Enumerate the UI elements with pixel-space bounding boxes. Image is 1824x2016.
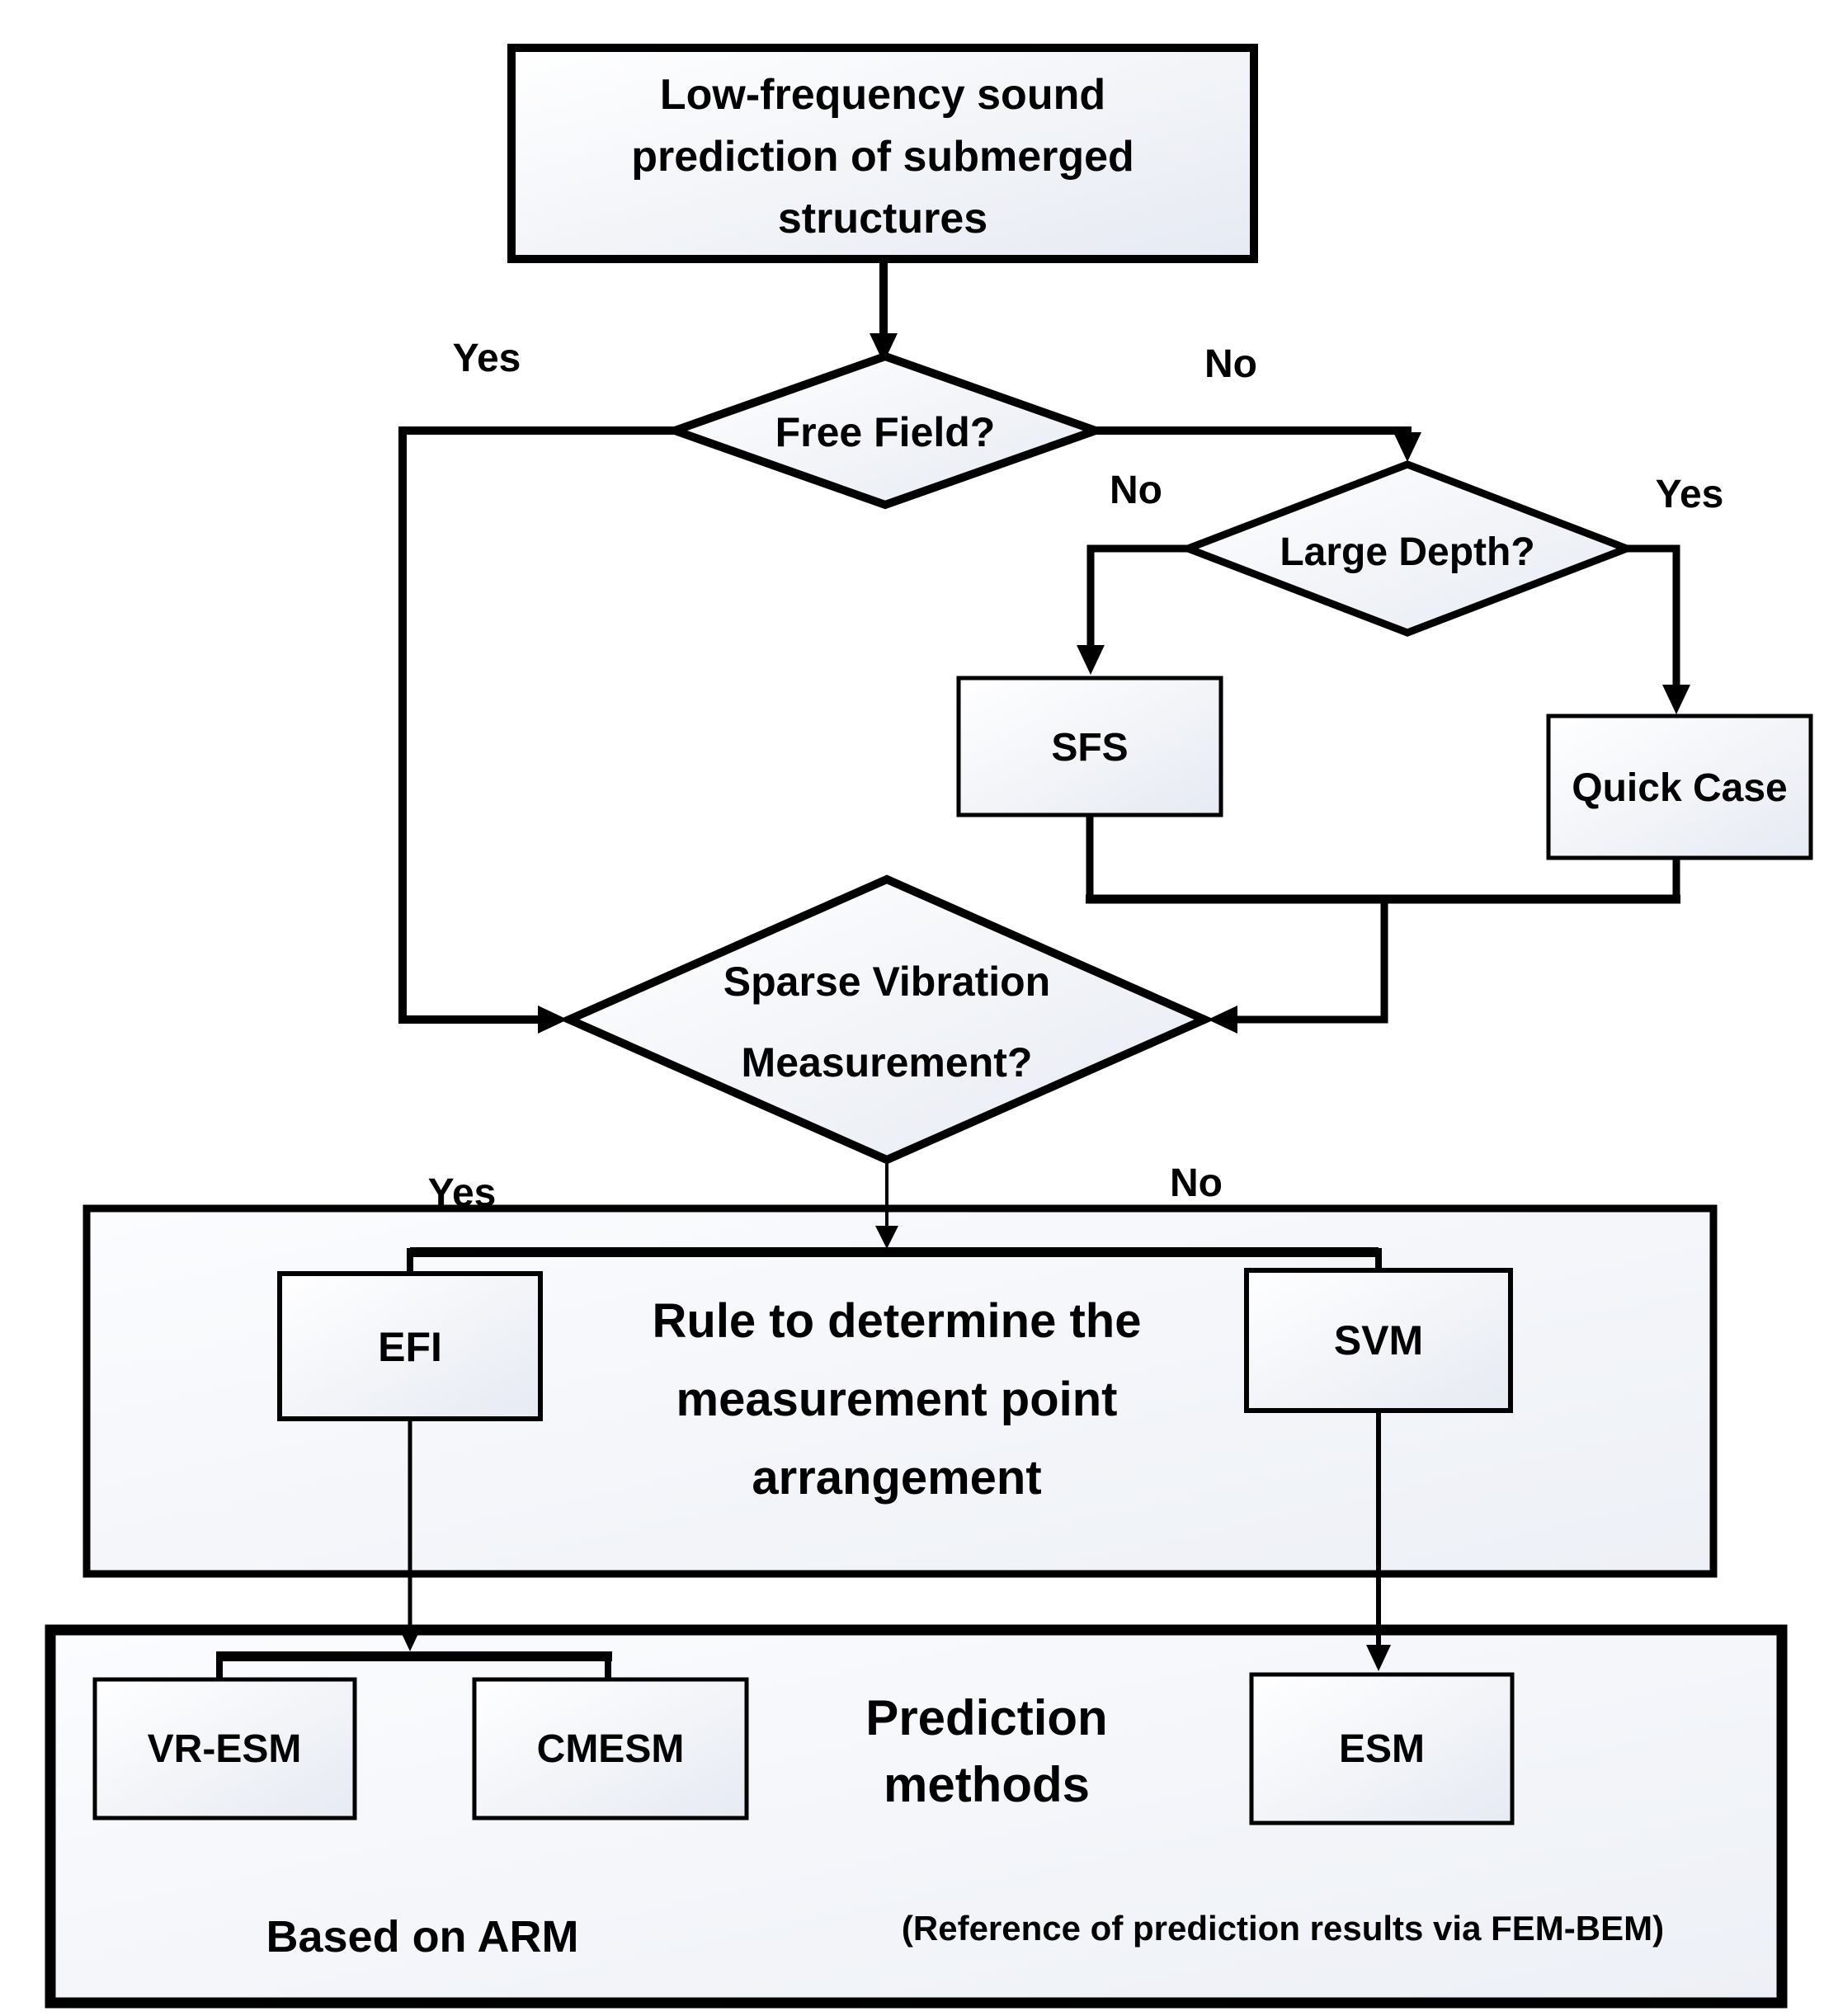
cmesm-node-box xyxy=(472,1677,749,1821)
sparse-decision-line2: Measurement? xyxy=(742,1039,1033,1086)
svm-node-label: SVM xyxy=(1334,1317,1423,1364)
nodes xyxy=(92,44,1813,1825)
arrowhead-into-esm xyxy=(1366,1645,1391,1671)
arrowhead-into-rule-rail xyxy=(875,1226,898,1249)
arrowhead-into-sparse-left xyxy=(538,1006,568,1034)
large-depth-decision-diamond xyxy=(1177,460,1638,637)
edge-large-depth-no-to-sfs xyxy=(1086,544,1188,648)
esm-node-box xyxy=(1249,1672,1515,1825)
free-field-decision-diamond xyxy=(662,351,1109,510)
svm-node-box xyxy=(1244,1268,1513,1413)
start-node-line3: structures xyxy=(778,195,987,243)
vr-esm-node-label: VR-ESM xyxy=(148,1727,302,1771)
start-node-line1: Low-frequency sound xyxy=(660,71,1105,119)
edge-large-depth-yes-to-quick-case xyxy=(1627,544,1680,688)
prediction-methods-line1: Prediction xyxy=(865,1690,1107,1745)
quick-case-node-box xyxy=(1546,714,1813,860)
start-node-box xyxy=(507,44,1258,263)
label-large-depth-yes: Yes xyxy=(1656,473,1724,516)
labels: Low-frequency sound prediction of submer… xyxy=(148,71,1788,1962)
edge-free-field-no-to-large-depth xyxy=(1096,426,1412,436)
free-field-decision-label: Free Field? xyxy=(775,409,996,455)
fem-bem-reference-label: (Reference of prediction results via FEM… xyxy=(902,1909,1664,1948)
rule-box-line3: arrangement xyxy=(752,1451,1041,1505)
prediction-methods-line2: methods xyxy=(884,1757,1090,1812)
rule-box-line2: measurement point xyxy=(676,1373,1118,1426)
arrowhead-into-large-depth xyxy=(1393,432,1421,462)
cmesm-node-label: CMESM xyxy=(537,1727,685,1771)
arrowhead-into-free-field xyxy=(870,333,898,363)
label-sparse-no: No xyxy=(1170,1161,1223,1205)
efi-node-box xyxy=(277,1271,543,1421)
sfs-node-label: SFS xyxy=(1051,726,1128,770)
esm-node-label: ESM xyxy=(1339,1727,1425,1771)
start-node-line2: prediction of submerged xyxy=(631,133,1134,181)
label-free-field-yes: Yes xyxy=(453,337,521,380)
arrowhead-into-quick-case xyxy=(1662,685,1690,714)
edge-merge-to-sparse xyxy=(1236,899,1388,1024)
arrowhead-into-arm-rail xyxy=(398,1625,422,1651)
large-depth-decision-label: Large Depth? xyxy=(1280,530,1534,574)
label-sparse-yes: Yes xyxy=(428,1171,497,1215)
quick-case-node-label: Quick Case xyxy=(1572,766,1787,810)
sparse-decision-line1: Sparse Vibration xyxy=(723,959,1050,1005)
edge-free-field-yes-to-sparse xyxy=(398,426,675,1024)
sparse-measurement-decision-diamond xyxy=(559,874,1215,1165)
arrowhead-into-sparse-right xyxy=(1208,1006,1237,1034)
efi-node-label: EFI xyxy=(378,1324,442,1370)
edges xyxy=(216,259,1680,1683)
label-free-field-no: No xyxy=(1204,342,1257,386)
vr-esm-node-box xyxy=(92,1677,357,1821)
arrowheads xyxy=(398,333,1690,1671)
based-on-arm-label: Based on ARM xyxy=(266,1912,578,1962)
label-large-depth-no: No xyxy=(1110,469,1162,512)
rule-box-line1: Rule to determine the xyxy=(653,1294,1142,1348)
arrowhead-into-sfs xyxy=(1077,645,1105,675)
sfs-node-box xyxy=(956,676,1223,817)
